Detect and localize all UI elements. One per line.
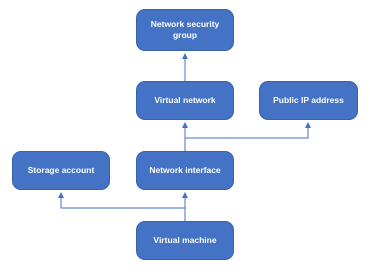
node-storage-account[interactable]: Storage account: [12, 151, 110, 190]
connector-vm-to-storage: [58, 192, 185, 209]
node-network-security-group[interactable]: Network security group: [136, 9, 234, 51]
node-network-security-group-label: Network security group: [150, 19, 220, 40]
node-virtual-machine[interactable]: Virtual machine: [136, 221, 234, 260]
node-public-ip-address-label: Public IP address: [273, 95, 344, 106]
node-virtual-machine-label: Virtual machine: [153, 235, 217, 246]
node-virtual-network-label: Virtual network: [154, 95, 216, 106]
node-network-interface-label: Network interface: [149, 165, 221, 176]
node-storage-account-label: Storage account: [27, 165, 95, 176]
connector-nic-to-public-ip: [185, 122, 311, 139]
node-public-ip-address[interactable]: Public IP address: [259, 81, 358, 120]
node-virtual-network[interactable]: Virtual network: [136, 81, 234, 120]
node-network-interface[interactable]: Network interface: [136, 151, 234, 190]
